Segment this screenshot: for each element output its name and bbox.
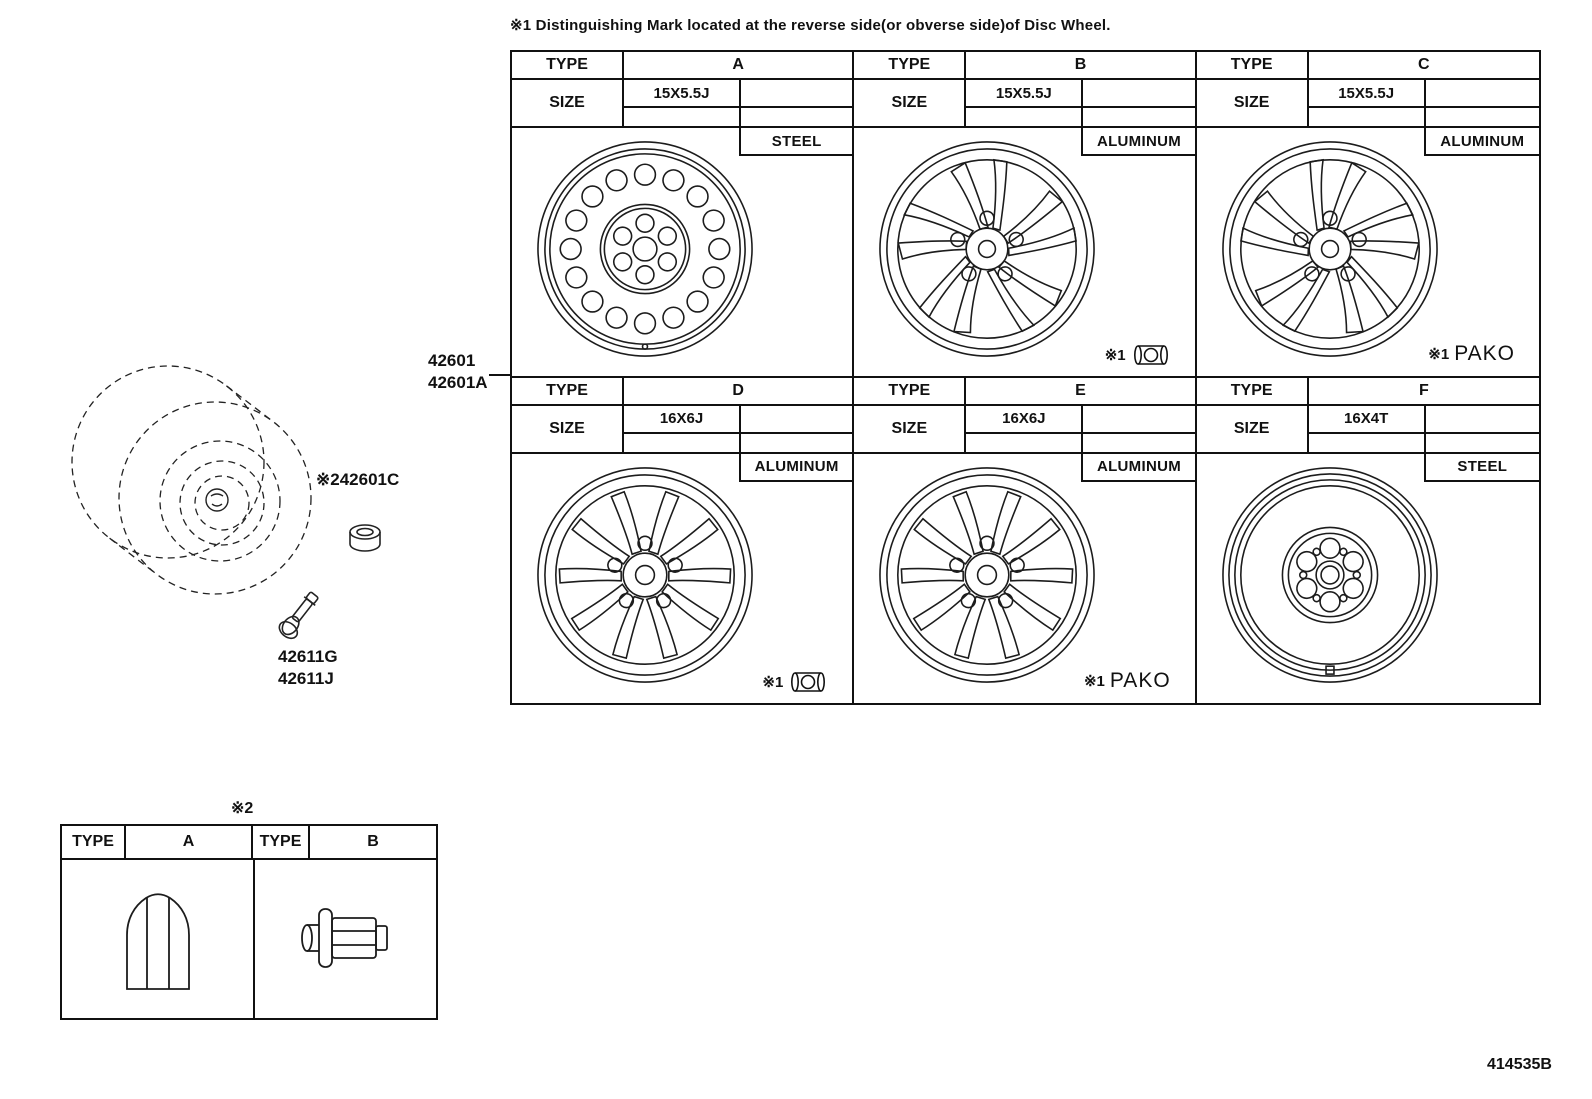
acorn-nut-a-art (126, 893, 190, 990)
lug-nut-small-art (349, 524, 381, 552)
ref-prefix: ※2 (316, 470, 340, 489)
material-label: ALUMINUM (739, 453, 853, 482)
type-row: TYPE B (854, 52, 1195, 80)
flanged-nut-b-art (301, 908, 388, 968)
nut-table-body (62, 860, 436, 1018)
material-label: STEEL (739, 128, 853, 156)
type-row: TYPE E (854, 377, 1195, 406)
mark-ref: ※1 (1428, 345, 1450, 363)
type-value: D (732, 381, 744, 399)
hub-center-art (205, 488, 229, 512)
part-number-42601: 42601 (428, 351, 476, 370)
size-value: 16X4T (1344, 410, 1389, 427)
size-label: SIZE (854, 80, 967, 126)
tire-back-face (71, 365, 265, 559)
wheel-spec-table: TYPE A SIZE 15X5.5J STEEL (510, 50, 1541, 705)
size-row: SIZE 16X6J (512, 405, 853, 454)
doc-number: 414535B (1487, 1056, 1552, 1073)
tire-front-face (118, 401, 312, 595)
mark-text: PAKO (1109, 669, 1171, 692)
valve-stem-art (278, 591, 319, 640)
alloy-wheel-10spoke-art (876, 464, 1098, 686)
mark-text: PAKO (1454, 341, 1515, 365)
nut-type-b-value: B (367, 833, 379, 850)
lug-nut-table: TYPE A TYPE B (60, 824, 438, 1020)
distinguishing-mark-icon (791, 672, 826, 692)
part-number-42611j: 42611J (278, 669, 334, 688)
nut-table-header: TYPE A TYPE B (62, 826, 436, 860)
size-value: 15X5.5J (653, 84, 710, 102)
nut-table-heading: ※2 (231, 800, 254, 817)
spare-steel-wheel-art (1219, 464, 1441, 686)
part-number-text: 42601C (339, 470, 400, 489)
wheel-cell-c: TYPE C SIZE 15X5.5J ALUMINUM (1196, 52, 1539, 378)
wheel-cell-e: TYPE E SIZE 16X6J ALUMINUM (854, 377, 1197, 703)
type-value: B (1074, 56, 1087, 73)
wheel-cell-d: TYPE D SIZE 16X6J ALUMINUM (512, 377, 855, 703)
size-label: SIZE (854, 405, 967, 452)
wheel-cell-f: TYPE F SIZE 16X4T STEEL (1196, 377, 1539, 704)
type-label: TYPE (1197, 52, 1309, 78)
size-value: 15X5.5J (995, 84, 1052, 102)
alloy-wheel-5spoke-art (876, 138, 1098, 360)
distinguishing-mark-icon (1133, 344, 1168, 365)
size-value: 15X5.5J (1338, 84, 1395, 102)
type-row: TYPE C (1196, 52, 1539, 80)
size-value: 16X6J (1002, 410, 1046, 427)
wheel-cell-a: TYPE A SIZE 15X5.5J STEEL (512, 52, 855, 378)
type-row: TYPE D (512, 377, 853, 406)
size-row: SIZE 16X4T (1196, 405, 1539, 454)
type-row: TYPE A (512, 52, 853, 80)
size-row: SIZE 16X6J (854, 405, 1195, 454)
type-label: TYPE (854, 377, 967, 404)
type-value: C (1418, 56, 1430, 73)
part-number-42601a: 42601A (428, 373, 488, 392)
type-label: TYPE (1197, 377, 1309, 404)
type-value: E (1075, 381, 1086, 399)
material-label: ALUMINUM (1081, 128, 1195, 156)
type-label: TYPE (62, 826, 126, 858)
distinguishing-mark: ※1 (762, 671, 828, 693)
size-value: 16X6J (659, 410, 704, 427)
size-label: SIZE (1197, 405, 1309, 452)
top-note: ※1 Distinguishing Mark located at the re… (510, 17, 1111, 34)
distinguishing-mark: ※1 PAKO (1084, 669, 1171, 693)
tire-exploded-view-art (71, 365, 381, 640)
wheel-cell-b: TYPE B SIZE 15X5.5J ALUMINUM (854, 52, 1197, 378)
material-label: ALUMINUM (1423, 128, 1539, 156)
part-number-42601c: ※242601C (316, 470, 399, 490)
alloy-wheel-5spoke-mirror-art (1219, 138, 1441, 360)
steel-wheel-15-art (534, 138, 756, 360)
size-row: SIZE 15X5.5J (854, 80, 1195, 128)
part-number-42611g: 42611G (278, 647, 338, 666)
mark-ref: ※1 (762, 674, 784, 691)
size-row: SIZE 15X5.5J (512, 80, 853, 128)
size-label: SIZE (1197, 80, 1309, 126)
type-label: TYPE (854, 52, 967, 78)
alloy-wheel-10spoke-art (534, 464, 756, 686)
nut-type-a-value: A (126, 826, 253, 858)
distinguishing-mark: ※1 (1105, 344, 1171, 366)
type-label: TYPE (512, 377, 624, 404)
type-label: TYPE (512, 52, 624, 78)
size-label: SIZE (512, 80, 624, 126)
type-value: F (1418, 381, 1429, 399)
material-label: STEEL (1423, 453, 1539, 482)
type-label: TYPE (253, 826, 310, 858)
type-value: A (732, 56, 744, 73)
distinguishing-mark: ※1 PAKO (1428, 342, 1515, 366)
mark-ref: ※1 (1104, 346, 1126, 364)
leader-line (489, 374, 510, 376)
mark-ref: ※1 (1083, 673, 1105, 690)
rim-edge (159, 440, 281, 562)
size-label: SIZE (512, 405, 624, 452)
size-row: SIZE 15X5.5J (1196, 80, 1539, 128)
type-row: TYPE F (1196, 377, 1539, 406)
material-label: ALUMINUM (1081, 453, 1195, 482)
